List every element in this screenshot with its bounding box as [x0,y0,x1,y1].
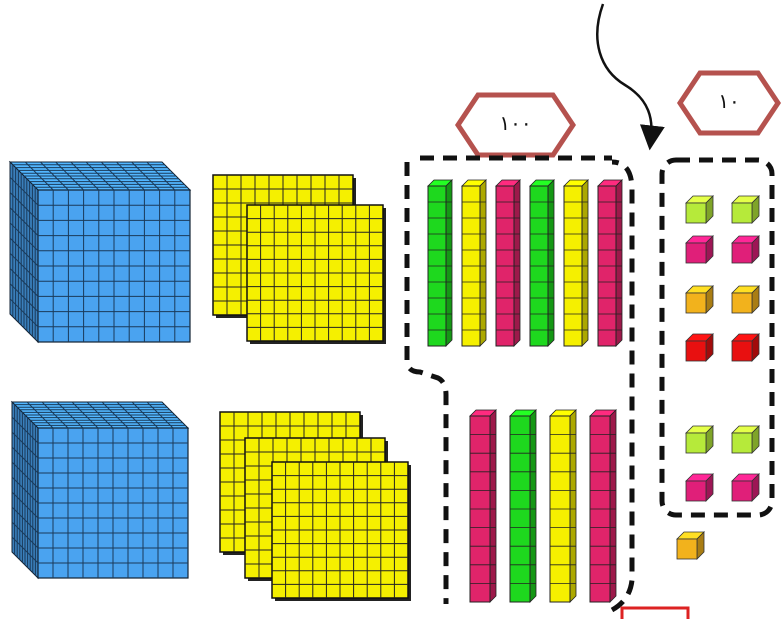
tens-rods-dashed-group [404,159,635,613]
hundred-flat-icon [246,204,386,344]
hexagon-hundred [454,92,577,158]
unit-cube-icon [685,235,714,264]
thousand-cube-icon [8,160,192,344]
hundred-flat-icon [271,461,411,601]
unit-cube-icon [685,285,714,314]
ten-rod-icon [549,409,577,603]
unit-cube-icon [676,531,705,560]
unit-cube-icon [731,195,760,224]
ten-rod-icon [529,179,555,347]
unit-cube-icon [685,195,714,224]
hexagon-ten [676,70,782,136]
unit-cube-icon [731,333,760,362]
ten-rod-icon [509,409,537,603]
curved-arrow [596,3,665,151]
unit-cube-icon [731,285,760,314]
ten-rod-icon [469,409,497,603]
ten-rod-icon [461,179,487,347]
red-mark [620,606,690,619]
ten-rod-icon [589,409,617,603]
unit-cube-icon [731,425,760,454]
unit-cube-icon [731,235,760,264]
ten-rod-icon [563,179,589,347]
hundred-label: ١٠٠ [499,111,532,135]
thousand-cube-icon [10,400,190,580]
unit-cube-icon [685,425,714,454]
units-dashed-group [659,157,775,518]
unit-cube-icon [731,473,760,502]
unit-cube-icon [685,333,714,362]
ten-rod-icon [495,179,521,347]
ten-label: ١٠ [718,89,740,113]
unit-cube-icon [685,473,714,502]
ten-rod-icon [597,179,623,347]
ten-rod-icon [427,179,453,347]
